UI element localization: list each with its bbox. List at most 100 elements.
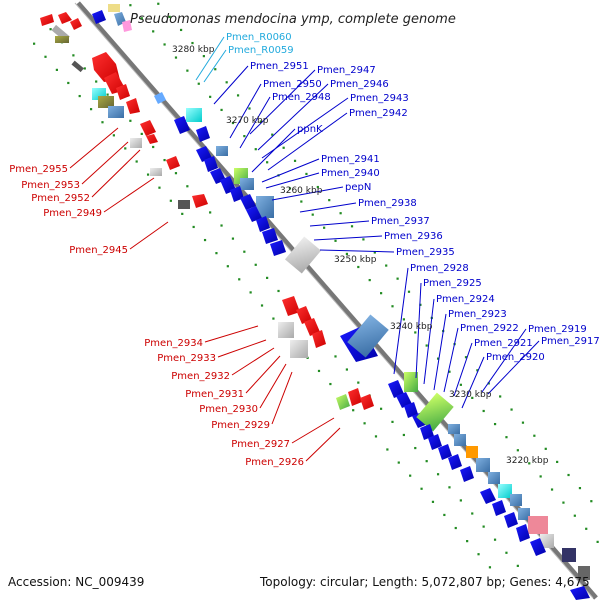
genome-backbone-highlight: [74, 2, 594, 599]
gene-label-reverse[interactable]: Pmen_2933: [157, 353, 216, 364]
tick-dot: [499, 395, 502, 398]
gene-arrow-reverse: [312, 330, 326, 348]
gene-label-forward[interactable]: pepN: [345, 182, 371, 193]
gene-label-forward[interactable]: Pmen_2938: [358, 198, 417, 209]
gene-label-forward[interactable]: Pmen_2937: [371, 216, 430, 227]
gene-label-forward[interactable]: Pmen_R0060: [226, 32, 292, 43]
gene-box: [240, 178, 254, 190]
gene-label-reverse[interactable]: Pmen_2952: [31, 193, 90, 204]
gene-label-forward[interactable]: Pmen_2936: [384, 231, 443, 242]
tick-dot: [493, 538, 497, 541]
tick-dot: [226, 265, 229, 268]
tick-dot: [192, 225, 195, 229]
gene-label-forward[interactable]: Pmen_2942: [349, 108, 408, 119]
gene-label-forward[interactable]: Pmen_2923: [448, 309, 507, 320]
gene-label-forward[interactable]: Pmen_2920: [486, 352, 545, 363]
tick-dot: [158, 186, 161, 189]
gene-label-reverse[interactable]: Pmen_2949: [43, 208, 102, 219]
gene-label-forward[interactable]: Pmen_2951: [250, 61, 309, 72]
gene-label-forward[interactable]: Pmen_2925: [423, 278, 482, 289]
gene-label-forward[interactable]: Pmen_2922: [460, 323, 519, 334]
gene-label-forward[interactable]: Pmen_2917: [541, 336, 600, 347]
tick-dot: [528, 462, 531, 465]
gene-box: [562, 548, 576, 562]
gene-arrow-reverse: [70, 18, 82, 30]
tick-dot: [391, 420, 394, 423]
tick-dot: [363, 422, 366, 425]
tick-dot: [345, 252, 349, 256]
gene-label-forward[interactable]: ppnK: [297, 124, 323, 135]
tick-dot: [168, 15, 171, 18]
gene-box: [498, 484, 512, 498]
gene-arrow-reverse: [140, 120, 156, 136]
gene-arrow-forward: [530, 538, 546, 556]
gene-box: [71, 60, 84, 73]
gene-label-forward[interactable]: Pmen_2940: [321, 168, 380, 179]
gene-label-reverse[interactable]: Pmen_2932: [171, 371, 230, 382]
tick-dot: [248, 107, 251, 110]
middle-features: [278, 296, 389, 410]
tick-dot: [106, 93, 109, 96]
leader-line: [195, 36, 225, 81]
tick-dot: [379, 407, 383, 410]
gene-arrow-forward: [404, 402, 418, 418]
tick-dot: [146, 173, 150, 176]
gene-label-forward[interactable]: Pmen_R0059: [228, 45, 294, 56]
gene-label-forward[interactable]: Pmen_2928: [410, 263, 469, 274]
tick-dot: [345, 368, 348, 371]
gene-arrow-forward: [246, 206, 262, 222]
tick-dot: [385, 264, 388, 267]
gene-label-reverse[interactable]: Pmen_2934: [144, 338, 203, 349]
gene-label-forward[interactable]: Pmen_2947: [317, 65, 376, 76]
leader-line: [257, 83, 329, 151]
leader-line: [309, 220, 370, 227]
gene-arrow-forward: [256, 216, 270, 232]
gene-label-reverse[interactable]: Pmen_2930: [199, 404, 258, 415]
gene-box: [186, 108, 202, 122]
gene-label-reverse[interactable]: Pmen_2955: [9, 164, 68, 175]
gene-arrow-forward: [196, 146, 212, 162]
gene-label-reverse[interactable]: Pmen_2929: [211, 420, 270, 431]
tick-dot: [448, 370, 451, 373]
tick-dot: [169, 199, 172, 202]
leader-line: [313, 235, 383, 241]
gene-label-reverse[interactable]: Pmen_2945: [69, 245, 128, 256]
gene-box: [98, 96, 114, 108]
gene-label-forward[interactable]: Pmen_2935: [396, 247, 455, 258]
gene-label-reverse[interactable]: Pmen_2931: [185, 389, 244, 400]
leader-line: [487, 340, 540, 395]
tick-dot: [101, 121, 104, 124]
tick-dot: [482, 525, 485, 528]
tick-dot: [163, 158, 166, 162]
tick-dot: [374, 435, 378, 438]
tick-dot: [260, 304, 264, 307]
tick-dot: [305, 172, 308, 176]
gene-arrow-forward: [448, 454, 462, 470]
gene-box: [256, 196, 274, 218]
tick-dot: [466, 540, 469, 543]
gene-label-forward[interactable]: Pmen_2921: [474, 338, 533, 349]
gene-label-forward[interactable]: Pmen_2919: [528, 324, 587, 335]
gene-label-forward[interactable]: Pmen_2946: [330, 79, 389, 90]
gene-label-forward[interactable]: Pmen_2950: [263, 79, 322, 90]
leader-line: [245, 355, 281, 394]
gene-label-forward[interactable]: Pmen_2941: [321, 154, 380, 165]
gene-label-forward[interactable]: Pmen_2948: [272, 92, 331, 103]
leader-line: [267, 112, 348, 171]
gene-arrow-forward: [504, 512, 518, 528]
gene-label-reverse[interactable]: Pmen_2953: [21, 180, 80, 191]
kbp-label: 3230 kbp: [449, 390, 492, 400]
leader-line: [415, 282, 422, 379]
gene-label-forward[interactable]: Pmen_2943: [350, 93, 409, 104]
leader-line: [481, 328, 527, 393]
gene-label-reverse[interactable]: Pmen_2926: [245, 457, 304, 468]
gene-label-reverse[interactable]: Pmen_2927: [231, 439, 290, 450]
gene-arrow-forward: [492, 500, 506, 516]
gene-label-forward[interactable]: Pmen_2924: [436, 294, 495, 305]
tick-dot: [220, 224, 223, 227]
tick-dot: [328, 199, 331, 202]
tick-dot: [67, 81, 70, 85]
tick-dot: [300, 200, 303, 203]
tick-dot: [357, 381, 360, 384]
